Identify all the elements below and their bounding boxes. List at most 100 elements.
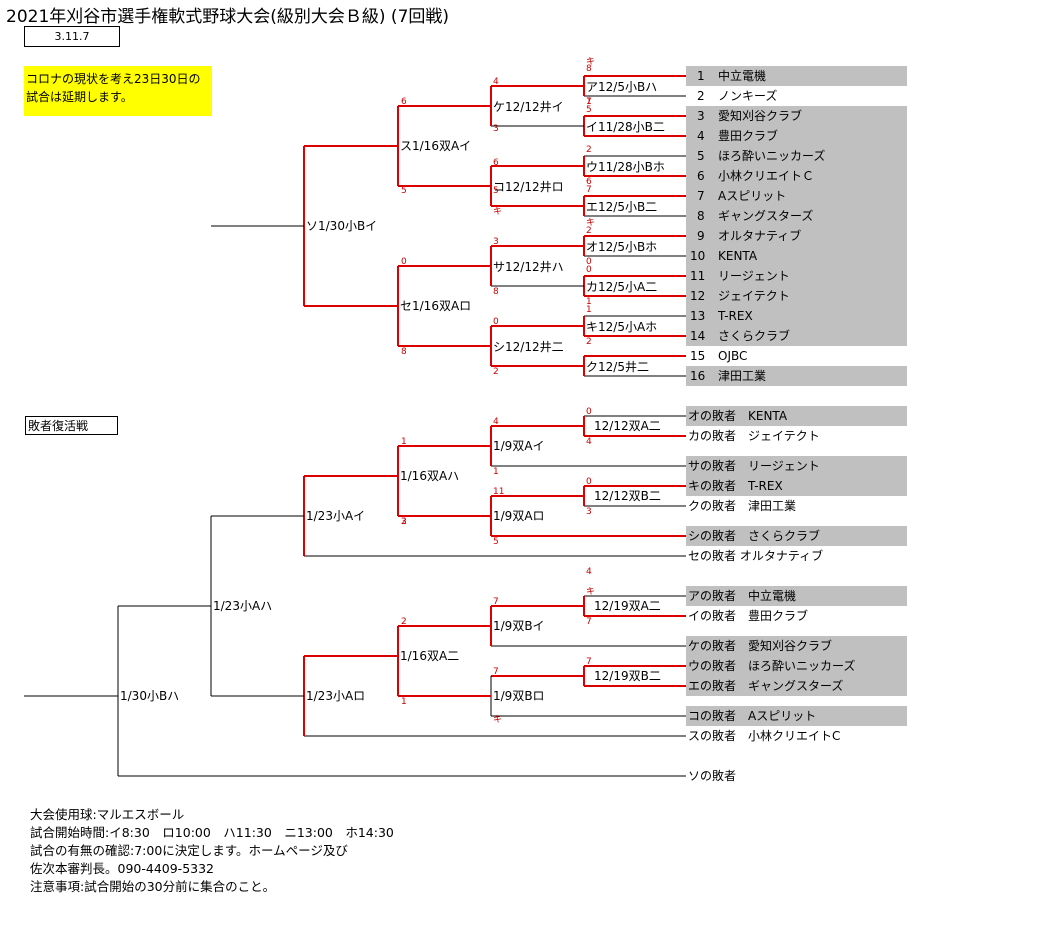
cons-match-label: 1/30小Bハ bbox=[120, 689, 179, 703]
team-name: KENTA bbox=[718, 249, 758, 263]
cons-match-label: 12/19双A二 bbox=[594, 599, 661, 613]
team-number: 4 bbox=[697, 129, 705, 143]
cons-score-mark: 11 bbox=[493, 487, 504, 497]
cons-match-label: 1/9双Bロ bbox=[493, 689, 545, 703]
cons-score-mark: 7 bbox=[493, 667, 499, 677]
team-name: 愛知刈谷クラブ bbox=[718, 108, 802, 123]
team-number: 16 bbox=[690, 369, 705, 383]
cons-match-label: 1/16双A二 bbox=[400, 649, 459, 663]
score-mark: 0 bbox=[401, 257, 407, 267]
score-mark: 1 bbox=[586, 97, 592, 107]
consolation-title: 敗者復活戦 bbox=[25, 416, 118, 435]
team-name: ギャングスターズ bbox=[718, 208, 813, 223]
score-mark: 6 bbox=[586, 177, 592, 187]
cons-team-label: ソの敗者 bbox=[688, 768, 736, 783]
cons-match-label: 12/12双B二 bbox=[594, 489, 661, 503]
team-name: ノンキーズ bbox=[718, 88, 777, 103]
footer-notes: 大会使用球:マルエスボール 試合開始時間:イ8:30 ロ10:00 ハ11:30… bbox=[30, 806, 394, 896]
cons-team-label: イの敗者 豊田クラブ bbox=[688, 608, 808, 623]
match-label-r2: シ12/12井二 bbox=[493, 340, 564, 354]
cons-score-mark: 7 bbox=[586, 657, 592, 667]
team-number: 2 bbox=[697, 89, 705, 103]
cons-team-label: シの敗者 さくらクラブ bbox=[688, 528, 820, 543]
score-mark: 7 bbox=[586, 185, 592, 195]
match-label-r1: オ12/5小Bホ bbox=[586, 240, 657, 254]
cons-gray-box bbox=[686, 586, 907, 606]
team-number: 13 bbox=[690, 309, 705, 323]
cons-score-mark: 7 bbox=[586, 617, 592, 627]
team-number: 6 bbox=[697, 169, 705, 183]
match-label-r1: ウ11/28小Bホ bbox=[586, 160, 665, 174]
team-number: 8 bbox=[697, 209, 705, 223]
match-label-r2: コ12/12井ロ bbox=[493, 180, 564, 194]
team-number: 14 bbox=[690, 329, 705, 343]
team-name: T-REX bbox=[717, 309, 753, 323]
team-number: 3 bbox=[697, 109, 705, 123]
cons-score-mark: キ bbox=[586, 587, 595, 597]
cons-team-label: キの敗者 T-REX bbox=[688, 478, 783, 493]
score-mark: 3 bbox=[493, 237, 499, 247]
team-gray-box bbox=[686, 66, 907, 86]
cons-team-label: アの敗者 中立電機 bbox=[688, 588, 796, 603]
team-number: 11 bbox=[690, 269, 705, 283]
team-name: 小林クリエイトＣ bbox=[718, 169, 814, 183]
cons-score-mark: 0 bbox=[586, 407, 592, 417]
score-mark: 6 bbox=[401, 97, 407, 107]
score-mark: 7 bbox=[586, 97, 592, 107]
cons-score-mark: 5 bbox=[493, 537, 499, 547]
score-mark: 0 bbox=[586, 257, 592, 267]
cons-score-mark: 4 bbox=[586, 567, 592, 577]
match-label-r2: サ12/12井ハ bbox=[493, 260, 564, 274]
cons-team-label: ケの敗者 愛知刈谷クラブ bbox=[688, 638, 832, 653]
match-label-final: ソ1/30小Bイ bbox=[306, 219, 377, 233]
notice-box: コロナの現状を考え23日30日の試合は延期します。 bbox=[24, 66, 212, 116]
score-mark: 8 bbox=[586, 64, 592, 74]
team-number: 12 bbox=[690, 289, 705, 303]
match-label-r2: ケ12/12井イ bbox=[493, 100, 564, 114]
cons-match-label: 1/9双Bイ bbox=[493, 619, 545, 633]
score-mark: 5 bbox=[493, 186, 499, 196]
cons-match-label: 12/19双B二 bbox=[594, 669, 661, 683]
score-mark: 5 bbox=[586, 105, 592, 115]
footer-ball: 大会使用球:マルエスボール bbox=[30, 807, 185, 822]
score-mark: 0 bbox=[586, 265, 592, 275]
cons-score-mark: 1 bbox=[493, 467, 499, 477]
score-mark: 0 bbox=[493, 317, 499, 327]
cons-score-mark: 2 bbox=[401, 517, 407, 527]
match-label-r1: カ12/5小A二 bbox=[586, 280, 657, 294]
score-mark: 6 bbox=[493, 158, 499, 168]
cons-team-label: セの敗者 オルタナティブ bbox=[688, 548, 823, 563]
cons-team-label: オの敗者 KENTA bbox=[688, 408, 788, 423]
score-mark: 2 bbox=[586, 145, 592, 155]
cons-score-mark: 1 bbox=[401, 697, 407, 707]
match-label-r1: キ12/5小Aホ bbox=[586, 320, 657, 334]
score-mark: 3 bbox=[493, 124, 499, 134]
cons-score-mark: 3 bbox=[401, 517, 407, 527]
cons-match-label: 1/16双Aハ bbox=[400, 469, 459, 483]
match-label-r1: エ12/5小B二 bbox=[586, 200, 657, 214]
team-name: OJBC bbox=[718, 349, 747, 363]
score-mark: 8 bbox=[493, 287, 499, 297]
cons-team-label: サの敗者 リージェント bbox=[688, 458, 820, 473]
team-name: リージェント bbox=[718, 269, 790, 283]
team-name: 豊田クラブ bbox=[718, 128, 778, 143]
match-label-r1: イ11/28小B二 bbox=[586, 120, 665, 134]
match-label-r1: ク12/5井二 bbox=[586, 360, 649, 374]
footer-times: 試合開始時間:イ8:30 ロ10:00 ハ11:30 ニ13:00 ホ14:30 bbox=[30, 825, 394, 840]
cons-gray-box bbox=[686, 526, 907, 546]
team-name: さくらクラブ bbox=[718, 328, 790, 343]
match-label-r3: セ1/16双Aロ bbox=[400, 299, 471, 313]
cons-team-label: カの敗者 ジェイテクト bbox=[688, 428, 820, 443]
team-gray-box bbox=[686, 106, 907, 346]
team-name: 中立電機 bbox=[718, 68, 766, 83]
cons-team-label: ウの敗者 ほろ酔いニッカーズ bbox=[688, 658, 855, 673]
match-label-r3: ス1/16双Aイ bbox=[400, 139, 471, 153]
cons-score-mark: 4 bbox=[493, 417, 499, 427]
team-number: 9 bbox=[697, 229, 705, 243]
cons-score-mark: 3 bbox=[586, 507, 592, 517]
score-mark: 2 bbox=[586, 337, 592, 347]
score-mark: 1 bbox=[586, 305, 592, 315]
team-gray-box bbox=[686, 366, 907, 386]
score-mark: 5 bbox=[401, 186, 407, 196]
